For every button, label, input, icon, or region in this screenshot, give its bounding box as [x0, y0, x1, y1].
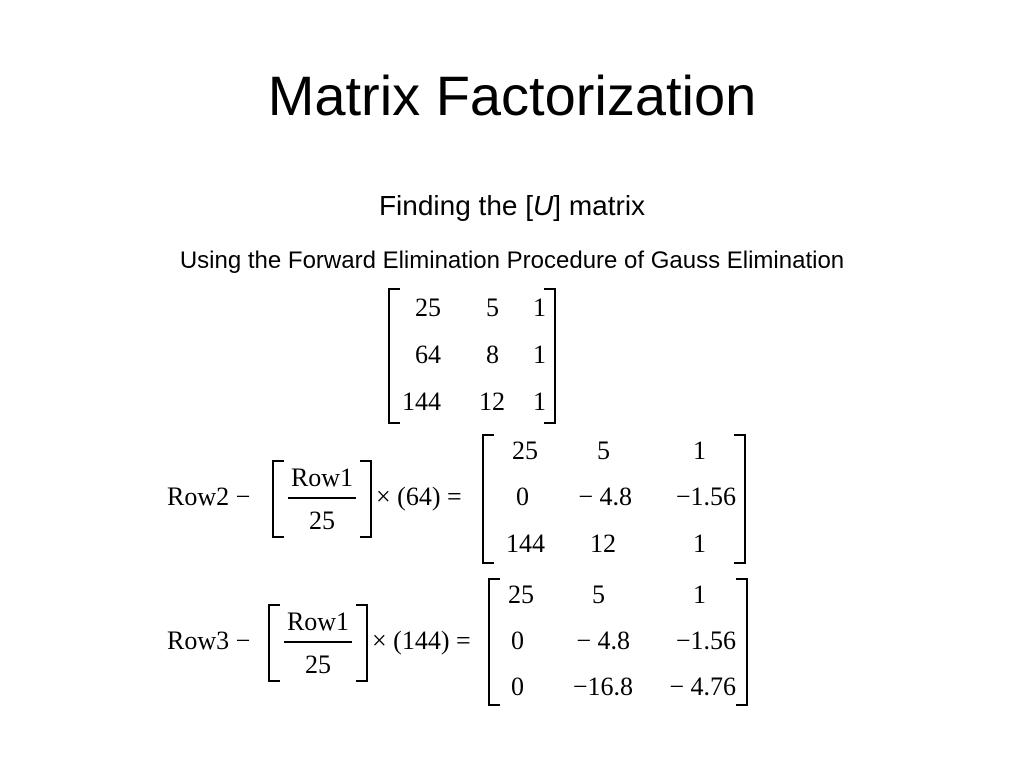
matrix-a-right-bracket — [544, 288, 556, 424]
result-left-bracket — [488, 578, 500, 706]
fraction-numerator: Row1 — [290, 463, 354, 492]
result-cell: 5 — [597, 436, 610, 465]
result-cell: − 4.8 — [576, 626, 630, 655]
result-cell: 0 — [511, 626, 524, 655]
result-cell: −1.56 — [675, 482, 736, 511]
fraction-numerator: Row1 — [286, 607, 350, 636]
result-cell: 0 — [511, 672, 524, 701]
result-cell: 1 — [693, 529, 706, 558]
result-left-bracket — [482, 434, 494, 564]
matrix-a-cell: 1 — [533, 387, 546, 416]
multiplier-expression: × (144) = — [372, 626, 471, 655]
matrix-a-cell: 64 — [415, 340, 441, 369]
slide-caption: Using the Forward Elimination Procedure … — [179, 247, 845, 274]
result-cell: 1 — [693, 580, 706, 609]
fraction-left-bracket — [268, 604, 280, 682]
fraction-right-bracket — [360, 460, 372, 538]
matrix-a-cell: 25 — [415, 293, 441, 322]
subtitle-suffix: ] matrix — [553, 190, 646, 221]
subtitle-variable: U — [533, 190, 554, 221]
subtitle-prefix: Finding the [ — [378, 190, 534, 221]
result-cell: 12 — [590, 529, 616, 558]
slide-subtitle: Finding the [U] matrix — [0, 188, 1024, 224]
matrix-a-cell: 5 — [486, 293, 499, 322]
result-cell: 144 — [506, 529, 545, 558]
result-cell: 1 — [693, 436, 706, 465]
matrix-a-cell: 8 — [486, 340, 499, 369]
result-right-bracket — [736, 578, 748, 706]
result-cell: − 4.76 — [669, 672, 736, 701]
matrix-a-cell: 144 — [402, 387, 441, 416]
fraction-left-bracket — [272, 460, 284, 538]
row-operation-label: Row2 − — [167, 482, 251, 511]
result-cell: −1.56 — [675, 626, 736, 655]
matrix-a-cell: 12 — [479, 387, 505, 416]
result-cell: − 4.8 — [578, 482, 632, 511]
result-cell: 5 — [592, 580, 605, 609]
result-cell: 25 — [512, 436, 538, 465]
row-operation-label: Row3 − — [167, 626, 251, 655]
fraction-denominator: 25 — [305, 650, 331, 679]
result-right-bracket — [734, 434, 746, 564]
fraction-right-bracket — [356, 604, 368, 682]
multiplier-expression: × (64) = — [376, 482, 462, 511]
fraction-bar — [284, 641, 352, 643]
result-cell: 0 — [516, 482, 529, 511]
result-cell: 25 — [508, 580, 534, 609]
fraction-denominator: 25 — [309, 506, 335, 535]
matrix-a-cell: 1 — [533, 293, 546, 322]
slide-title: Matrix Factorization — [267, 64, 757, 127]
matrix-a-cell: 1 — [533, 340, 546, 369]
matrix-a-left-bracket — [388, 288, 400, 424]
result-cell: −16.8 — [572, 672, 633, 701]
fraction-bar — [288, 497, 356, 499]
